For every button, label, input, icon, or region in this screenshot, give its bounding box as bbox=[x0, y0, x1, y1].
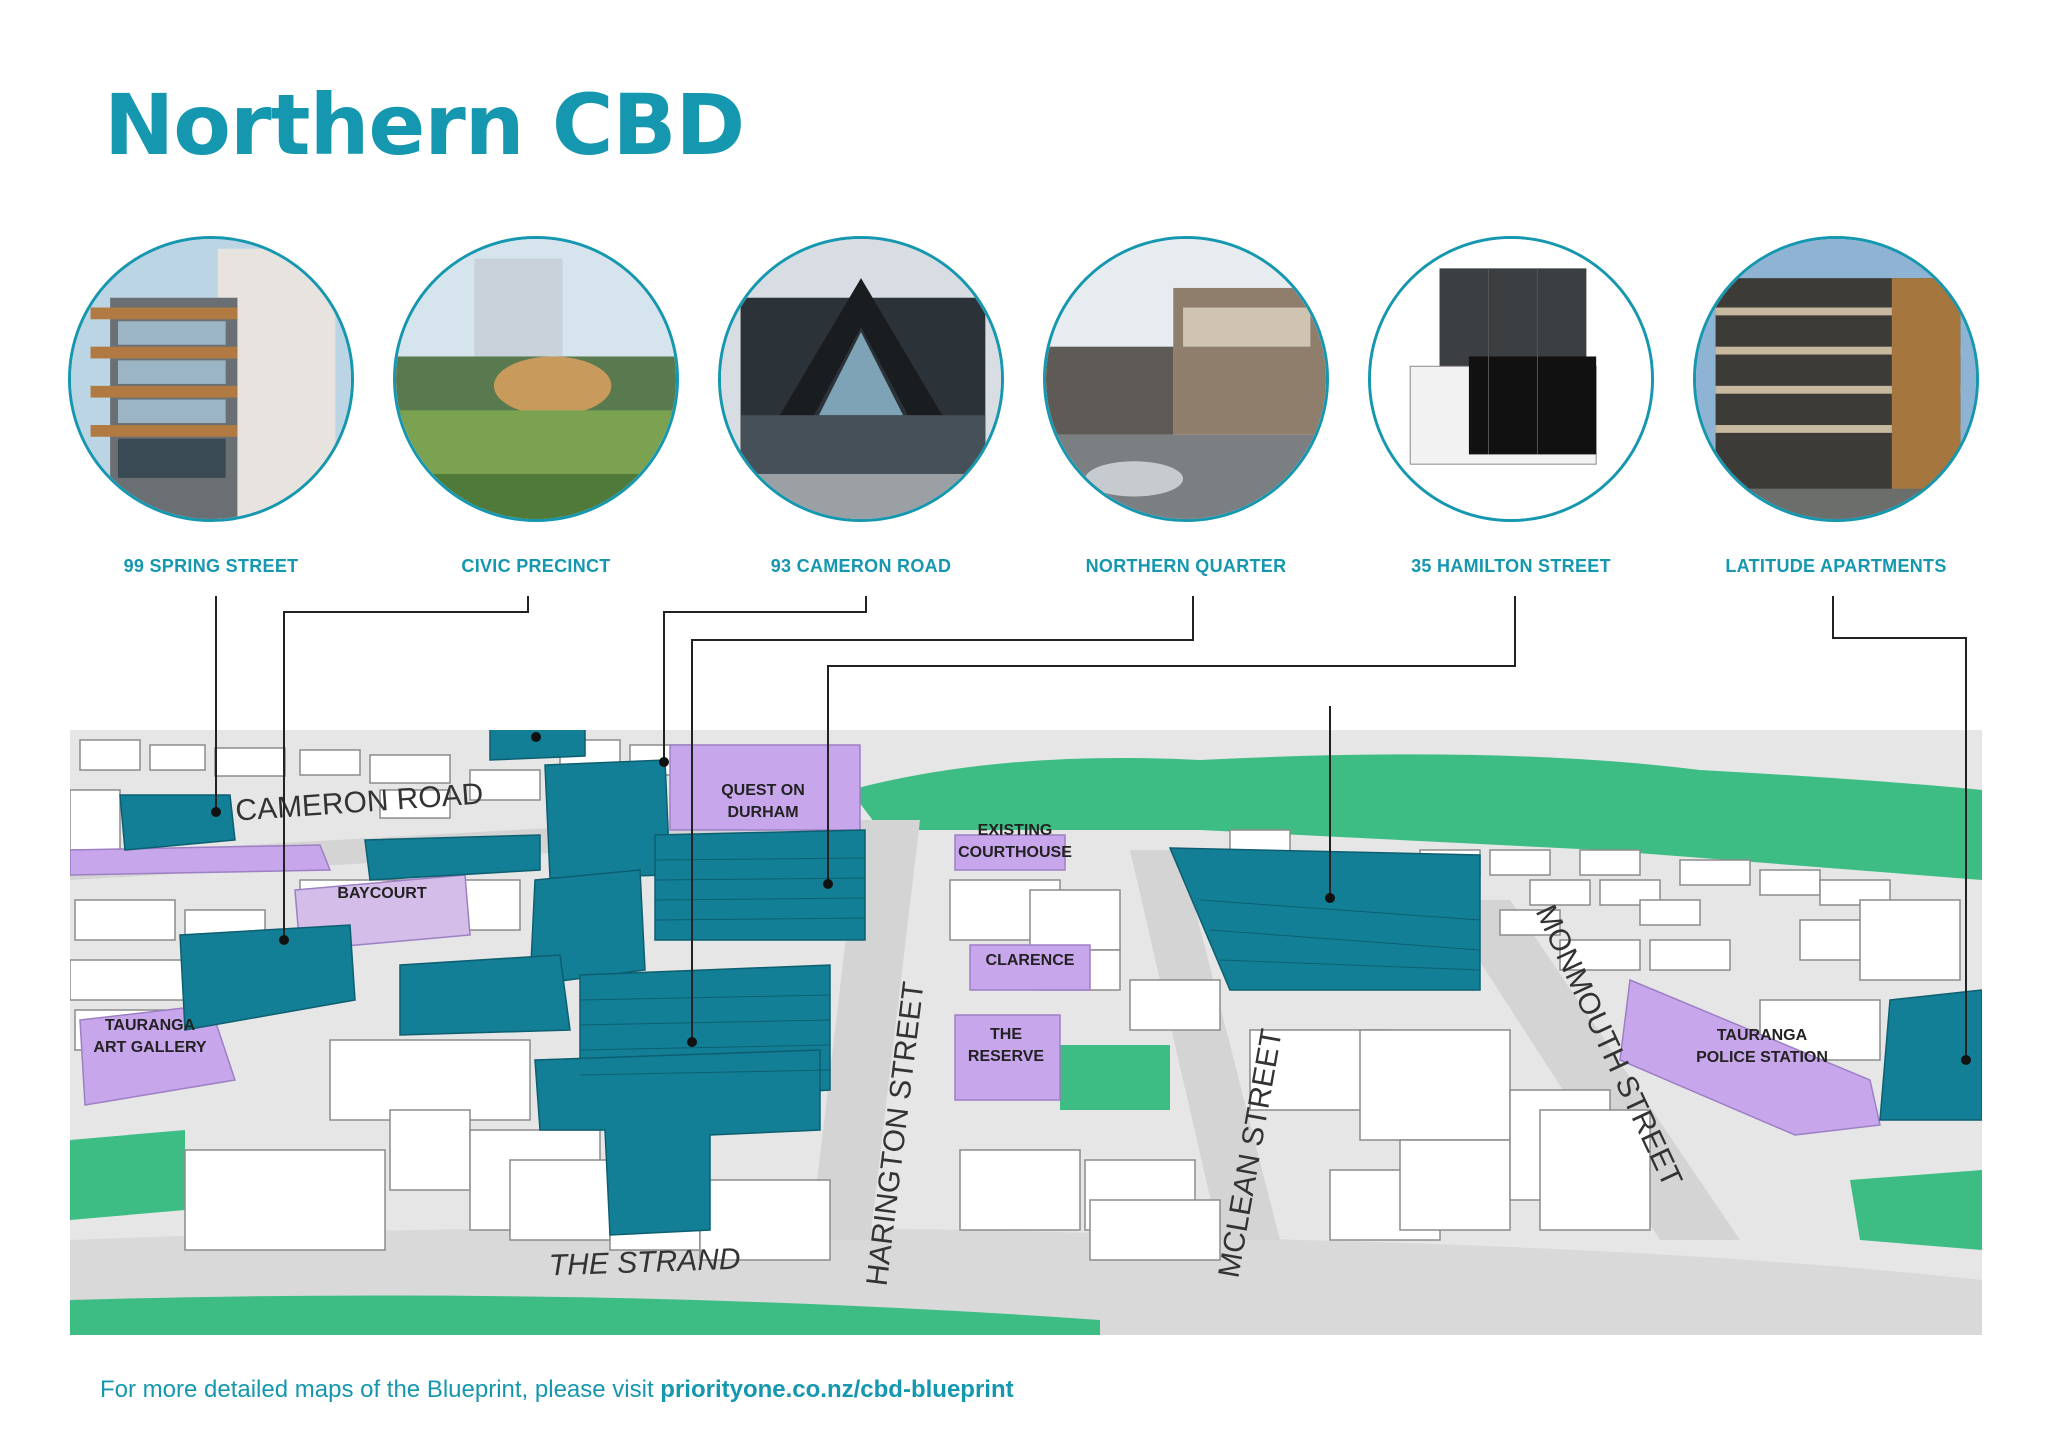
label-police-line2: POLICE STATION bbox=[1696, 1049, 1828, 1066]
label-existing-line2: COURTHOUSE bbox=[958, 844, 1072, 861]
building-render-icon bbox=[71, 239, 351, 519]
project-photo-99-spring-street[interactable] bbox=[68, 236, 354, 522]
label-luxridge-line1: LUXRIDGE bbox=[491, 660, 574, 677]
93-cameron-road-north-building bbox=[544, 759, 671, 879]
label-baycourt: BAYCOURT bbox=[337, 885, 426, 902]
label-gallery-line2: ART GALLERY bbox=[93, 1039, 207, 1056]
civic-precinct-building bbox=[179, 924, 356, 1031]
project-photo-latitude-apartments[interactable] bbox=[1693, 236, 1979, 522]
project-label-latitude-apartments: LATITUDE APARTMENTS bbox=[1725, 556, 1947, 576]
label-luxridge-line2: APARTMENTS bbox=[477, 682, 587, 699]
building-floor-lines bbox=[579, 857, 1481, 1076]
civic-building bbox=[364, 834, 541, 881]
label-quest-line2: DURHAM bbox=[727, 804, 798, 821]
waterfront-green bbox=[70, 1295, 1100, 1335]
leader-93-cameron-road-a bbox=[663, 596, 867, 762]
project-photo-civic-precinct[interactable] bbox=[393, 236, 679, 522]
99-spring-street-building bbox=[119, 794, 236, 851]
93-cameron-road-building bbox=[534, 1049, 821, 1236]
the-reserve-building bbox=[954, 1014, 1061, 1101]
project-photo-northern-quarter[interactable] bbox=[1043, 236, 1329, 522]
new-project-buildings bbox=[119, 730, 1982, 1236]
teal-building bbox=[399, 954, 571, 1036]
building-render-icon bbox=[1696, 239, 1976, 519]
harington-street-road bbox=[810, 820, 920, 1240]
page-title: Northern CBD bbox=[104, 76, 745, 174]
park-green bbox=[1850, 1170, 1982, 1250]
leader-latitude-apartments bbox=[1832, 596, 1967, 1060]
building-render-icon bbox=[396, 239, 676, 519]
existing-courthouse-building bbox=[954, 834, 1066, 871]
mclean-street-road bbox=[1130, 850, 1280, 1240]
label-quest-line1: QUEST ON bbox=[721, 782, 805, 799]
hill-green-space bbox=[850, 754, 1982, 880]
leader-civic-precinct bbox=[283, 596, 529, 940]
project-label-northern-quarter: NORTHERN QUARTER bbox=[1085, 556, 1287, 576]
label-new-tauranga-district-court: NEW TAURANGA DISTRICT COURT bbox=[1194, 683, 1465, 700]
label-existing-line1: EXISTING bbox=[978, 822, 1053, 839]
civic-landmark bbox=[70, 844, 332, 876]
street-label-the-strand: THE STRAND bbox=[548, 1243, 741, 1283]
project-label-civic-precinct: CIVIC PRECINCT bbox=[461, 556, 611, 576]
leader-lines bbox=[215, 596, 1967, 1060]
footer-text: For more detailed maps of the Blueprint,… bbox=[100, 1376, 1014, 1404]
building-render-icon bbox=[1371, 239, 1651, 519]
project-photo-93-cameron-road[interactable] bbox=[718, 236, 1004, 522]
project-label-35-hamilton-street: 35 HAMILTON STREET bbox=[1411, 556, 1611, 576]
building-render-icon bbox=[721, 239, 1001, 519]
tauranga-police-station-building bbox=[1619, 978, 1881, 1136]
clarence-building bbox=[969, 944, 1091, 991]
label-reserve-line1: THE bbox=[990, 1026, 1022, 1043]
footer-prefix: For more detailed maps of the Blueprint,… bbox=[100, 1376, 661, 1403]
footer-link[interactable]: priorityone.co.nz/cbd-blueprint bbox=[660, 1376, 1014, 1403]
northern-quarter-building bbox=[654, 829, 866, 941]
leader-endpoints bbox=[211, 732, 1971, 1065]
park-green bbox=[70, 1130, 185, 1220]
monmouth-street-road bbox=[1440, 900, 1740, 1240]
label-clarence: CLARENCE bbox=[986, 952, 1075, 969]
park-green bbox=[1060, 1045, 1170, 1110]
project-photo-35-hamilton-street[interactable] bbox=[1368, 236, 1654, 522]
project-label-93-cameron-road: 93 CAMERON ROAD bbox=[770, 556, 952, 576]
new-tauranga-district-court-building bbox=[1168, 847, 1481, 991]
label-gallery-line1: TAURANGA bbox=[105, 1017, 196, 1034]
building-render-icon bbox=[1046, 239, 1326, 519]
tauranga-art-gallery-building bbox=[79, 1004, 236, 1106]
latitude-apartments-building bbox=[1879, 989, 1982, 1121]
luxridge-apartments-building bbox=[489, 730, 586, 761]
leader-93-cameron-road-b bbox=[691, 596, 1194, 1042]
label-police-line1: TAURANGA bbox=[1717, 1027, 1808, 1044]
leader-northern-quarter bbox=[827, 596, 1516, 884]
project-label-99-spring-street: 99 SPRING STREET bbox=[123, 556, 299, 576]
label-reserve-line2: RESERVE bbox=[968, 1048, 1045, 1065]
